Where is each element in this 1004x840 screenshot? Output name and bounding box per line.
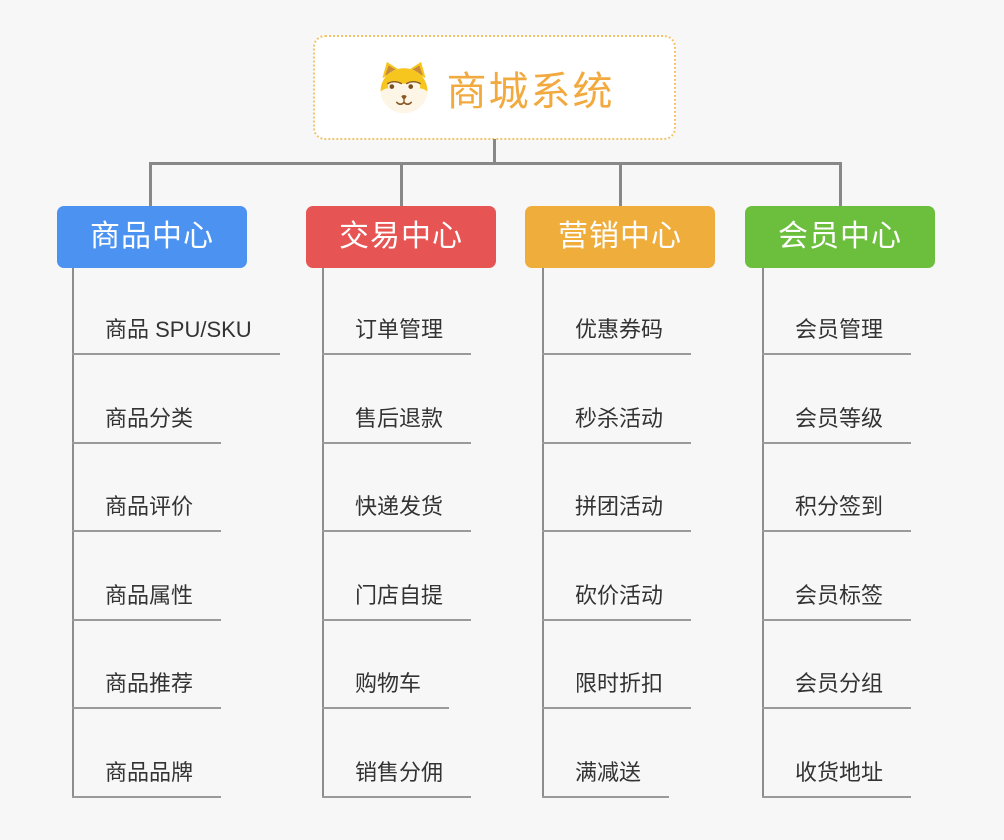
branch-spine: [542, 268, 544, 798]
leaf-node[interactable]: 限时折扣: [542, 669, 692, 709]
root-node[interactable]: 商城系统: [313, 35, 676, 140]
leaf-node[interactable]: 订单管理: [322, 315, 472, 355]
leaf-node[interactable]: 会员管理: [762, 315, 912, 355]
leaf-node[interactable]: 积分签到: [762, 492, 912, 532]
connector-drop-trade: [400, 162, 403, 208]
leaf-node[interactable]: 商品品牌: [72, 758, 222, 798]
connector-drop-member: [839, 162, 842, 208]
leaf-node[interactable]: 收货地址: [762, 758, 912, 798]
leaf-node[interactable]: 购物车: [322, 669, 450, 709]
connector-horizontal-bar: [149, 162, 842, 165]
leaf-node[interactable]: 会员分组: [762, 669, 912, 709]
branch-spine: [762, 268, 764, 798]
branch-node-member-center[interactable]: 会员中心: [745, 206, 935, 268]
leaf-node[interactable]: 门店自提: [322, 581, 472, 621]
leaf-node[interactable]: 商品推荐: [72, 669, 222, 709]
leaf-node[interactable]: 售后退款: [322, 404, 472, 444]
branch-node-marketing-center[interactable]: 营销中心: [525, 206, 715, 268]
root-label: 商城系统: [446, 69, 615, 114]
leaf-node[interactable]: 销售分佣: [322, 758, 472, 798]
leaf-node[interactable]: 商品分类: [72, 404, 222, 444]
leaf-node[interactable]: 商品评价: [72, 492, 222, 532]
branch-spine: [72, 268, 74, 798]
leaf-node[interactable]: 优惠券码: [542, 315, 692, 355]
branch-node-product-center[interactable]: 商品中心: [57, 206, 247, 268]
leaf-node[interactable]: 秒杀活动: [542, 404, 692, 444]
dog-face-icon: [380, 61, 427, 113]
leaf-node[interactable]: 商品属性: [72, 581, 222, 621]
connector-root-drop: [493, 139, 496, 163]
leaf-node[interactable]: 会员等级: [762, 404, 912, 444]
connector-drop-product: [149, 162, 152, 208]
branch-node-trade-center[interactable]: 交易中心: [306, 206, 496, 268]
branch-spine: [322, 268, 324, 798]
leaf-node[interactable]: 商品 SPU/SKU: [72, 315, 280, 355]
leaf-node[interactable]: 砍价活动: [542, 581, 692, 621]
leaf-node[interactable]: 满减送: [542, 758, 670, 798]
leaf-node[interactable]: 会员标签: [762, 581, 912, 621]
leaf-node[interactable]: 快递发货: [322, 492, 472, 532]
connector-drop-marketing: [619, 162, 622, 208]
leaf-node[interactable]: 拼团活动: [542, 492, 692, 532]
